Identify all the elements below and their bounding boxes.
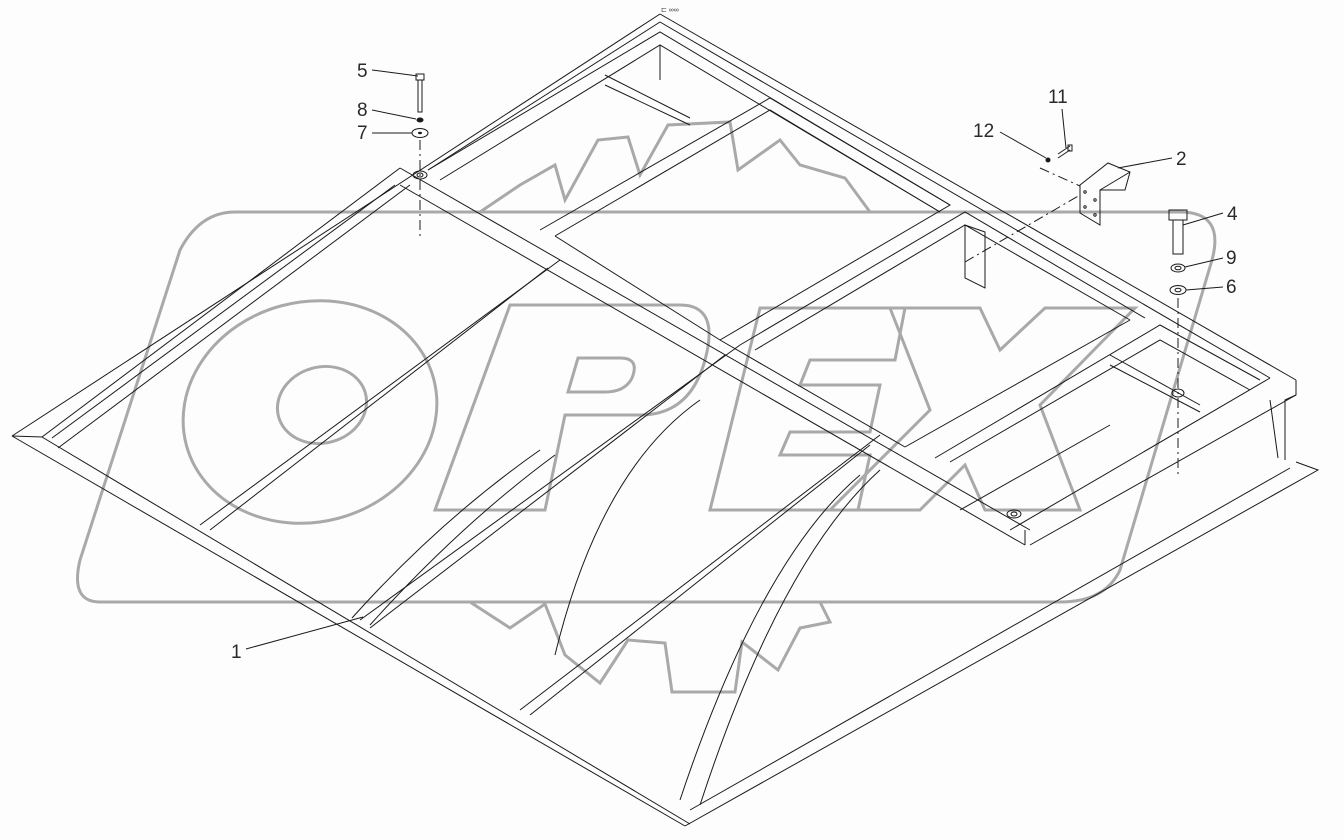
callout-5: 5 xyxy=(357,61,368,82)
bracket-part-2 xyxy=(964,162,1131,263)
bolt-part-5 xyxy=(415,73,425,113)
screw-part-11 xyxy=(1057,144,1073,159)
bolt-part-4 xyxy=(1168,209,1188,255)
callout-4: 4 xyxy=(1227,204,1238,225)
callout-6: 6 xyxy=(1226,277,1237,298)
callout-1: 1 xyxy=(231,642,242,663)
callout-11: 11 xyxy=(1048,87,1068,108)
washer-part-7 xyxy=(411,128,429,138)
frame-part-1 xyxy=(11,13,1320,827)
callout-7: 7 xyxy=(357,123,368,144)
callout-9: 9 xyxy=(1226,248,1237,269)
washer-part-6 xyxy=(1169,285,1187,295)
corner-mark: ⊏ ∞∞ xyxy=(661,7,679,14)
callout-2: 2 xyxy=(1176,149,1187,170)
nut-part-12 xyxy=(1045,157,1051,163)
watermark-logo xyxy=(76,120,1217,694)
leader-lines xyxy=(245,69,1224,650)
nut-part-8 xyxy=(416,117,424,123)
callout-8: 8 xyxy=(357,100,368,121)
callout-12: 12 xyxy=(973,121,995,142)
washer-part-9 xyxy=(1170,263,1186,273)
mount-holes xyxy=(412,170,1185,519)
fastener-stack-left xyxy=(411,73,429,240)
